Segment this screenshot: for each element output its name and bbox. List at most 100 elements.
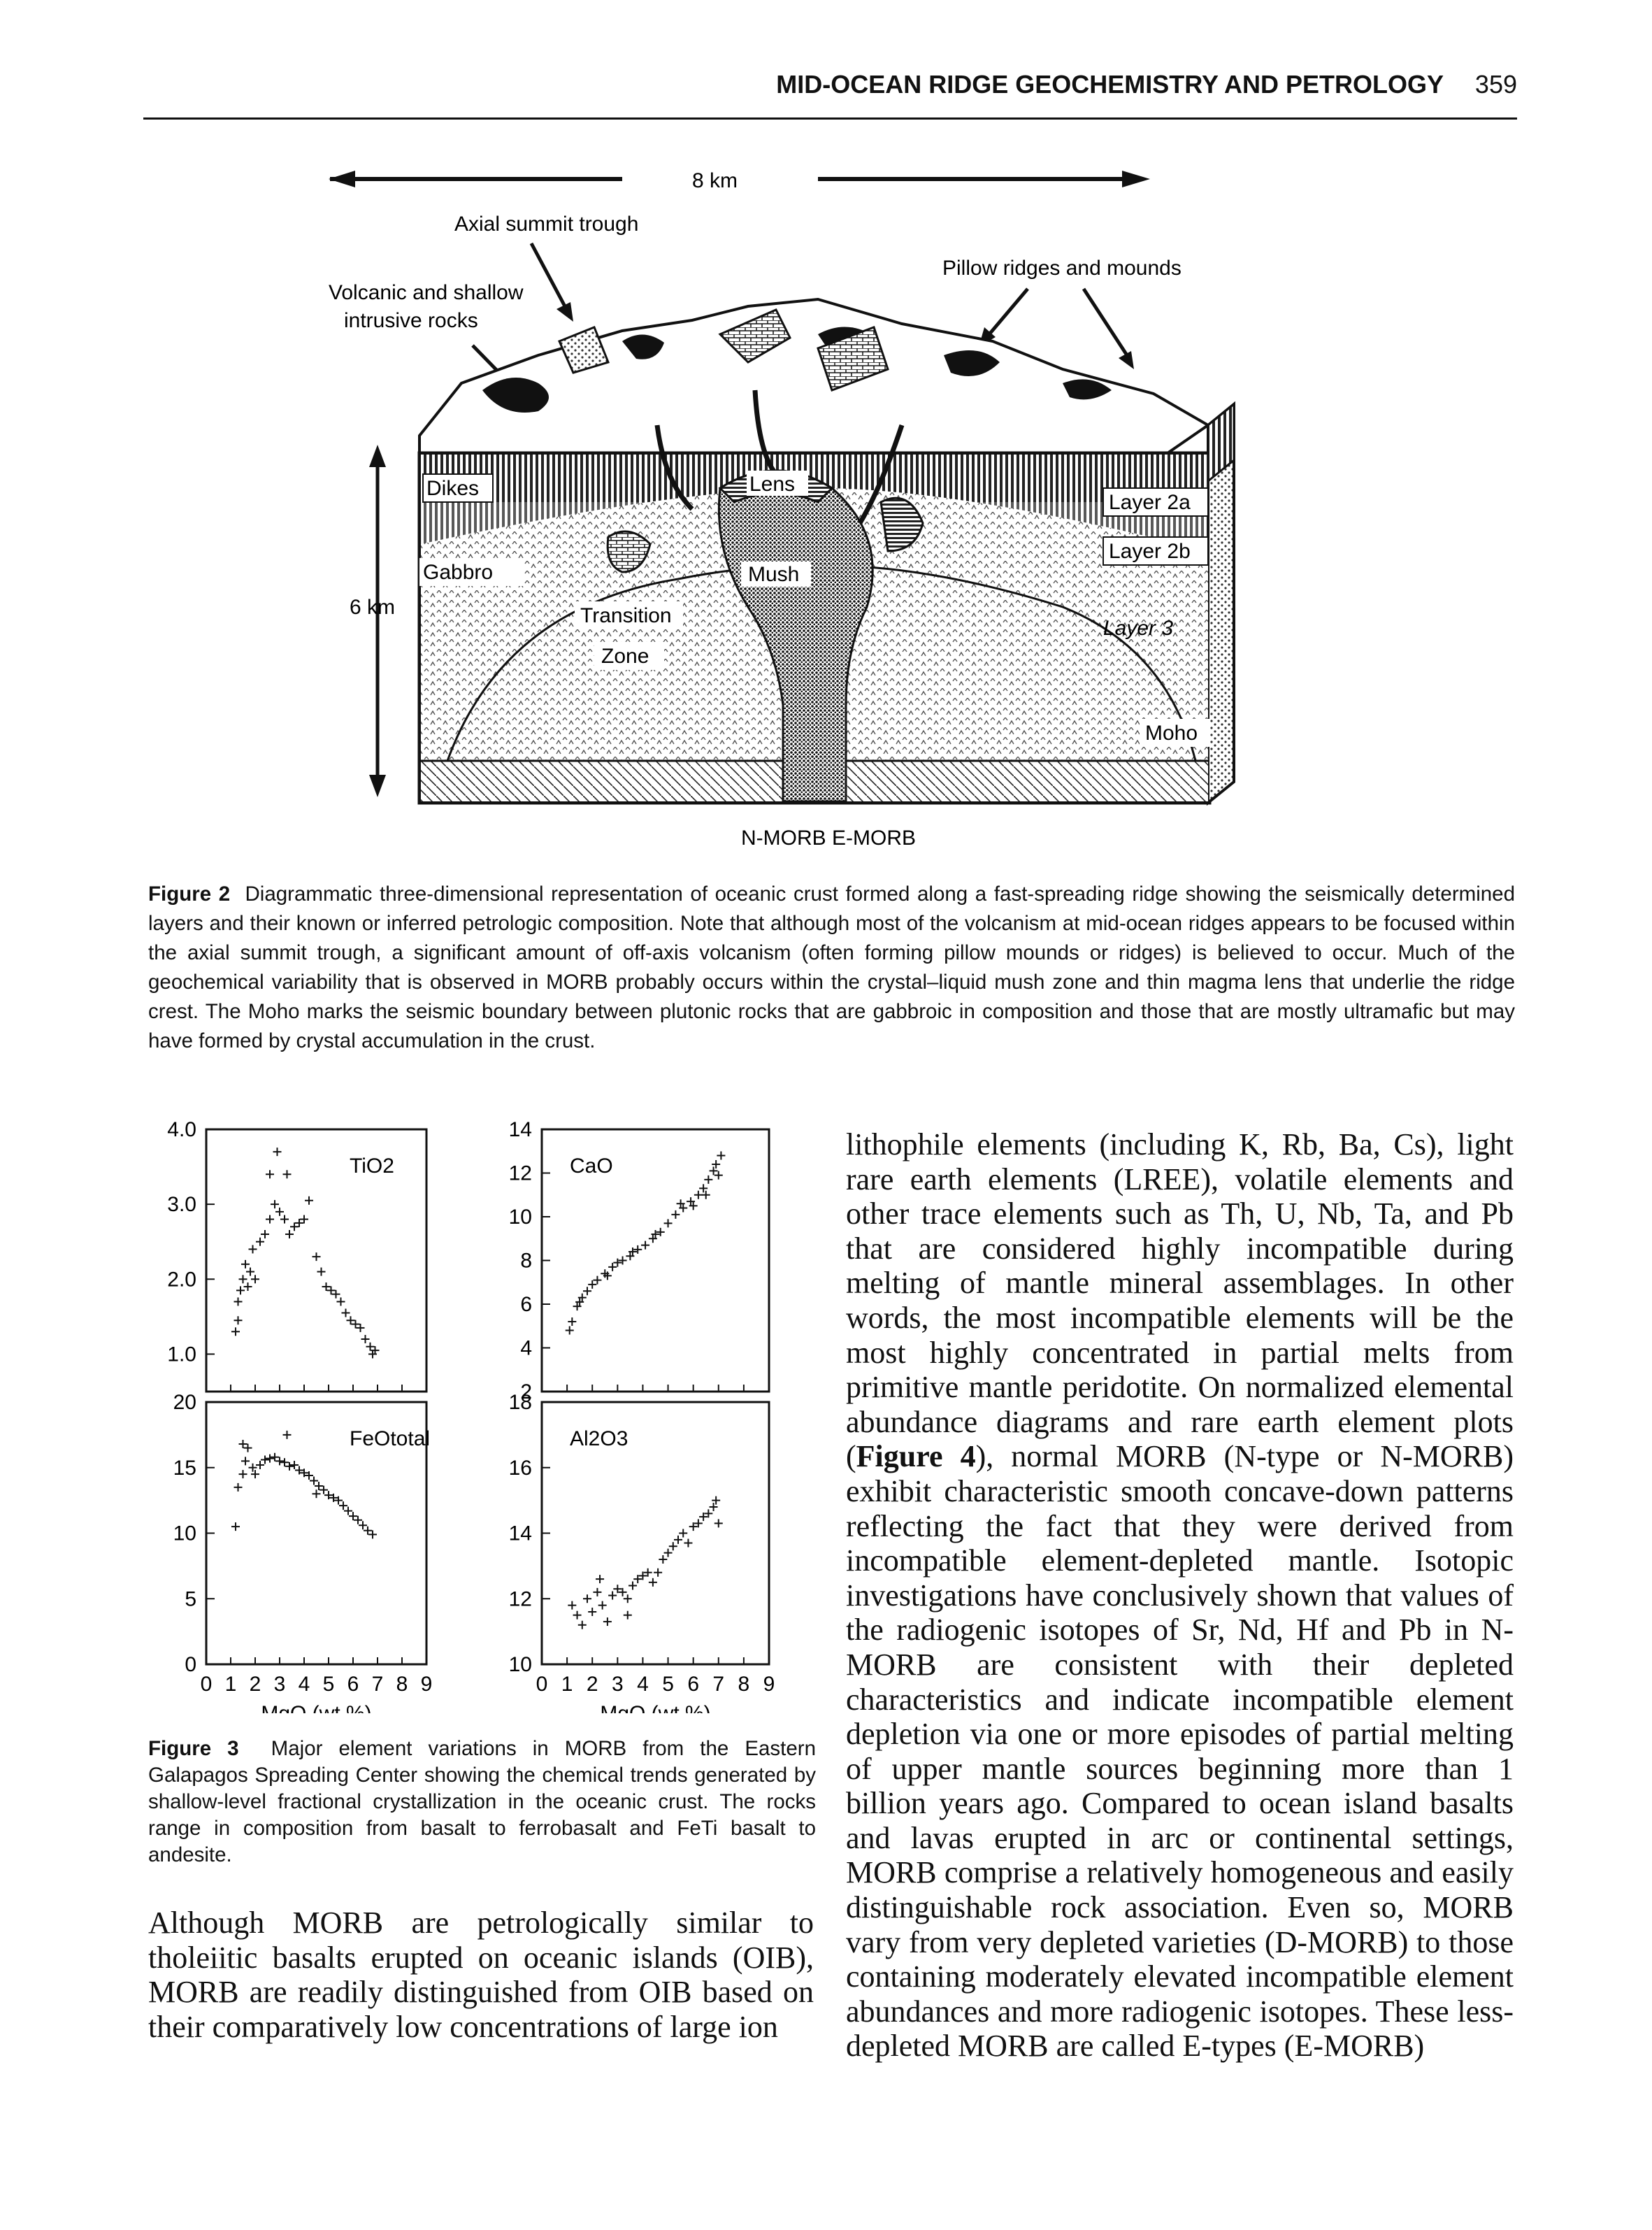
figure-2-caption-label: Figure 2 — [148, 882, 231, 906]
panel-label: FeOtotal — [350, 1427, 430, 1450]
y-tick-label: 8 — [520, 1250, 532, 1273]
data-point — [643, 1568, 652, 1577]
data-point — [633, 1245, 642, 1254]
data-point — [339, 1501, 347, 1510]
data-point — [344, 1506, 352, 1515]
data-point — [256, 1461, 264, 1469]
data-point — [583, 1594, 591, 1603]
y-tick-label: 18 — [509, 1391, 532, 1414]
data-point — [651, 1230, 660, 1238]
transition-label: Transition — [580, 604, 672, 627]
y-tick-label: 15 — [173, 1457, 196, 1480]
moho-label: Moho — [1145, 722, 1198, 745]
data-point — [709, 1166, 718, 1175]
x-tick-label: 7 — [712, 1673, 724, 1696]
data-point — [603, 1271, 612, 1280]
data-point — [271, 1200, 279, 1209]
data-point — [256, 1237, 264, 1246]
layer2b-label: Layer 2b — [1109, 540, 1191, 563]
x-tick-label: 5 — [323, 1673, 335, 1696]
data-point — [326, 1286, 336, 1295]
volcanic-label-2: intrusive rocks — [344, 309, 478, 332]
data-point — [266, 1454, 274, 1463]
x-tick-label: 8 — [396, 1673, 408, 1696]
data-point — [668, 1542, 677, 1551]
x-tick-label: 5 — [662, 1673, 674, 1696]
data-point — [361, 1335, 370, 1343]
data-point — [234, 1297, 243, 1306]
x-tick-label: 0 — [201, 1673, 213, 1696]
data-point — [248, 1463, 257, 1472]
data-point — [689, 1201, 698, 1210]
data-point — [608, 1262, 617, 1271]
x-tick-label: 4 — [299, 1673, 310, 1696]
x-tick-label: 6 — [687, 1673, 699, 1696]
data-point — [238, 1275, 247, 1284]
x-tick-label: 2 — [587, 1673, 598, 1696]
data-point — [334, 1496, 343, 1505]
y-tick-label: 10 — [509, 1206, 532, 1229]
zone-label: Zone — [601, 645, 649, 668]
data-point — [331, 1289, 340, 1299]
data-point — [623, 1594, 632, 1603]
data-point — [285, 1461, 294, 1471]
left-column-paragraph: Although MORB are petrologically similar… — [148, 1906, 814, 2044]
data-point — [315, 1482, 323, 1490]
data-point — [234, 1316, 243, 1325]
data-point — [300, 1468, 308, 1478]
data-point — [641, 1241, 650, 1250]
volcanic-label-1: Volcanic and shallow — [329, 281, 524, 304]
y-tick-label: 3.0 — [167, 1193, 196, 1216]
data-point — [273, 1148, 282, 1157]
y-tick-label: 5 — [185, 1587, 196, 1610]
x-tick-label: 6 — [347, 1673, 359, 1696]
data-point — [295, 1466, 303, 1475]
y-tick-label: 14 — [509, 1118, 532, 1141]
layer3-label: Layer 3 — [1103, 617, 1173, 640]
data-point — [596, 1575, 605, 1584]
data-point — [687, 1197, 696, 1206]
data-point — [241, 1457, 250, 1466]
data-point — [312, 1252, 321, 1261]
data-point — [568, 1317, 577, 1326]
x-tick-label: 3 — [274, 1673, 286, 1696]
y-tick-label: 16 — [509, 1457, 532, 1480]
data-point — [312, 1489, 321, 1499]
data-point — [251, 1470, 259, 1479]
data-point — [364, 1526, 372, 1535]
data-point — [694, 1190, 703, 1199]
data-point — [618, 1587, 627, 1596]
data-point — [654, 1568, 663, 1577]
data-point — [714, 1171, 723, 1180]
data-point — [266, 1170, 274, 1179]
layer2a-label: Layer 2a — [1109, 491, 1191, 514]
figure-4-reference[interactable]: Figure 4 — [856, 1439, 976, 1474]
y-tick-label: 2.0 — [167, 1268, 196, 1291]
data-point — [699, 1513, 708, 1522]
data-point — [663, 1548, 673, 1557]
data-point — [285, 1230, 294, 1238]
x-tick-label: 9 — [763, 1673, 775, 1696]
data-point — [712, 1496, 721, 1505]
data-point — [618, 1256, 627, 1265]
y-tick-label: 20 — [173, 1391, 196, 1414]
data-point — [629, 1581, 637, 1590]
data-point — [684, 1538, 693, 1548]
pillow-label: Pillow ridges and mounds — [942, 257, 1181, 280]
figure-3-caption-label: Figure 3 — [148, 1737, 239, 1760]
right-column-paragraph: lithophile elements (including K, Rb, Ba… — [846, 1127, 1514, 2064]
data-point — [295, 1218, 303, 1227]
data-point — [674, 1535, 682, 1544]
data-point — [246, 1267, 254, 1276]
data-point — [648, 1578, 657, 1587]
data-point — [629, 1248, 637, 1256]
running-title: MID-OCEAN RIDGE GEOCHEMISTRY AND PETROLO… — [776, 70, 1444, 99]
data-point — [351, 1320, 360, 1329]
data-point — [280, 1215, 289, 1224]
data-point — [575, 1297, 584, 1306]
y-tick-label: 1.0 — [167, 1343, 196, 1366]
data-point — [243, 1443, 252, 1452]
